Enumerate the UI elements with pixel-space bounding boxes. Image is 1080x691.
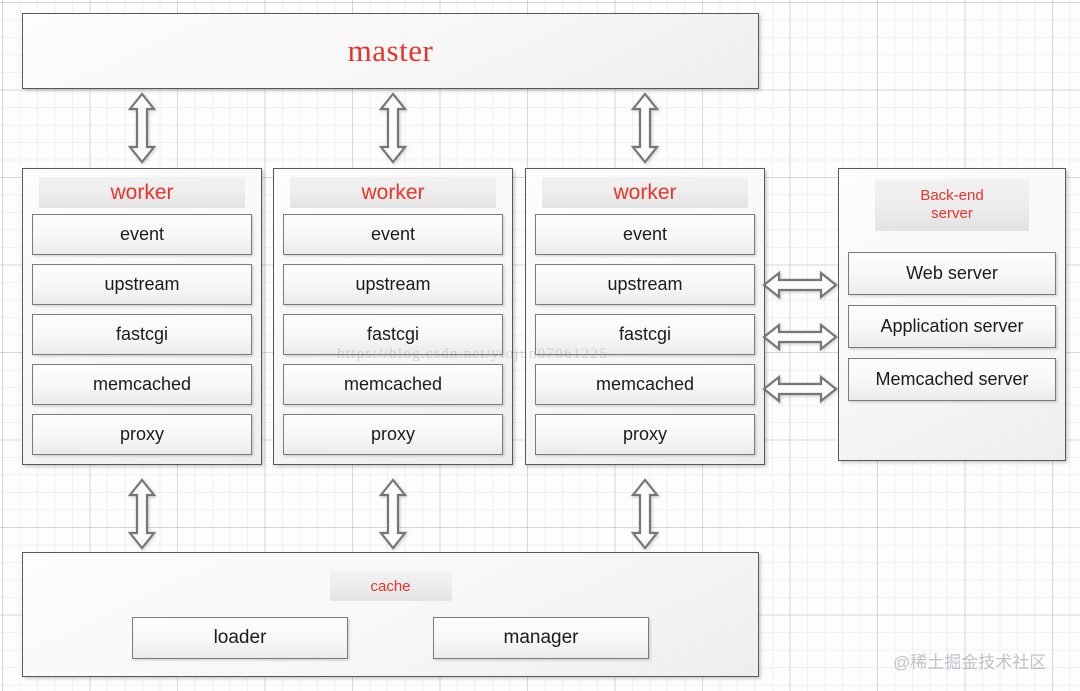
worker-process-box-2[interactable]: worker event upstream fastcgi memcached … xyxy=(525,168,765,465)
worker-module-memcached-0[interactable]: memcached xyxy=(32,364,252,405)
backend-label: Back-end server xyxy=(875,179,1029,231)
arrow-worker-cache-2 xyxy=(630,478,660,550)
worker-module-proxy-0[interactable]: proxy xyxy=(32,414,252,455)
arrow-master-worker-0 xyxy=(127,92,157,164)
cache-component-loader[interactable]: loader xyxy=(132,617,348,659)
worker-label-2: worker xyxy=(542,177,748,208)
cache-label: cache xyxy=(329,571,452,601)
arrow-master-worker-2 xyxy=(630,92,660,164)
worker-module-upstream-2[interactable]: upstream xyxy=(535,264,755,305)
worker-module-memcached-1[interactable]: memcached xyxy=(283,364,503,405)
site-watermark: @稀土掘金技术社区 xyxy=(893,653,1047,672)
backend-label-line1: Back-end xyxy=(920,186,984,204)
worker-module-memcached-2[interactable]: memcached xyxy=(535,364,755,405)
worker-module-proxy-1[interactable]: proxy xyxy=(283,414,503,455)
worker-module-fastcgi-1[interactable]: fastcgi xyxy=(283,314,503,355)
master-label: master xyxy=(347,33,434,68)
worker-module-upstream-1[interactable]: upstream xyxy=(283,264,503,305)
worker-label-0: worker xyxy=(39,177,245,208)
arrow-worker-web-server xyxy=(762,266,838,304)
arrow-master-worker-1 xyxy=(378,92,408,164)
worker-process-box-1[interactable]: worker event upstream fastcgi memcached … xyxy=(273,168,513,465)
worker-process-box-0[interactable]: worker event upstream fastcgi memcached … xyxy=(22,168,262,465)
cache-components-row: loader manager xyxy=(23,617,758,659)
worker-label-1: worker xyxy=(290,177,496,208)
cache-box[interactable]: cache loader manager xyxy=(22,552,759,677)
arrow-worker-cache-0 xyxy=(127,478,157,550)
backend-server-web[interactable]: Web server xyxy=(848,252,1056,295)
arrow-worker-cache-1 xyxy=(378,478,408,550)
arrow-worker-memcached-server xyxy=(762,370,838,408)
worker-module-event-2[interactable]: event xyxy=(535,214,755,255)
backend-server-box[interactable]: Back-end server Web server Application s… xyxy=(838,168,1066,461)
worker-module-event-1[interactable]: event xyxy=(283,214,503,255)
worker-module-fastcgi-2[interactable]: fastcgi xyxy=(535,314,755,355)
backend-server-application[interactable]: Application server xyxy=(848,305,1056,348)
worker-module-upstream-0[interactable]: upstream xyxy=(32,264,252,305)
backend-server-memcached[interactable]: Memcached server xyxy=(848,358,1056,401)
cache-component-manager[interactable]: manager xyxy=(433,617,649,659)
backend-label-line2: server xyxy=(931,205,973,222)
master-process-box[interactable]: master xyxy=(22,13,759,89)
arrow-worker-application-server xyxy=(762,318,838,356)
worker-module-proxy-2[interactable]: proxy xyxy=(535,414,755,455)
worker-module-event-0[interactable]: event xyxy=(32,214,252,255)
worker-module-fastcgi-0[interactable]: fastcgi xyxy=(32,314,252,355)
